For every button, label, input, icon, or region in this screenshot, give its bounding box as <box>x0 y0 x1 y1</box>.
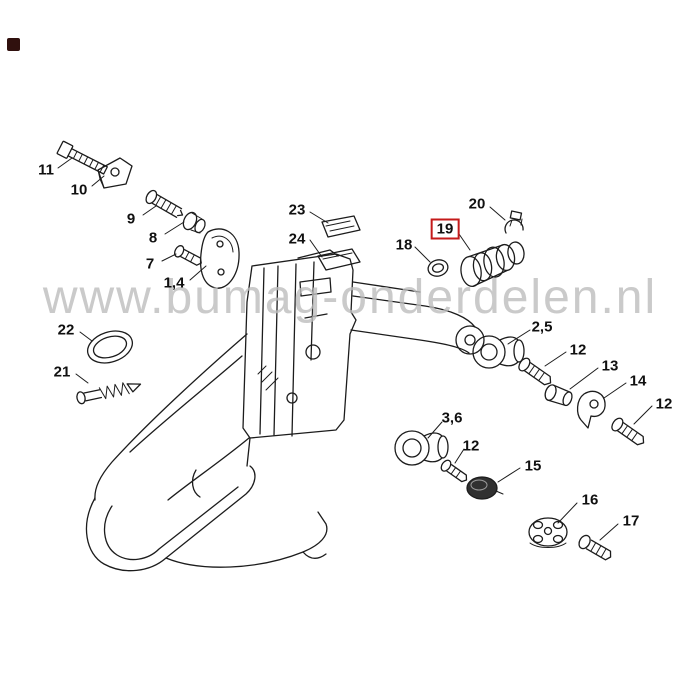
part-label-21: 21 <box>53 363 71 381</box>
corner-mark <box>7 38 20 51</box>
part-drawing-housing-main <box>85 249 485 572</box>
part-drawing-screw-17 <box>578 534 612 561</box>
part-drawing-cap-15 <box>466 476 504 500</box>
part-drawing-spring-screw-21 <box>76 382 142 405</box>
part-label-12a: 12 <box>569 341 587 359</box>
part-drawing-hook-14 <box>576 390 606 429</box>
part-drawing-bolt-11 <box>56 140 108 175</box>
part-label-19: 19 <box>430 218 460 240</box>
part-label-7: 7 <box>145 255 155 273</box>
part-label-17: 17 <box>622 512 640 530</box>
part-label-3-6: 3,6 <box>441 409 463 427</box>
part-label-14: 14 <box>629 372 647 390</box>
part-drawing-wheel-16 <box>528 517 568 548</box>
part-drawing-screw-12a <box>518 357 552 386</box>
part-label-22: 22 <box>57 321 75 339</box>
part-drawing-buffer-2-5 <box>472 335 525 369</box>
part-label-9: 9 <box>126 210 136 228</box>
part-label-15: 15 <box>524 457 542 475</box>
part-drawing-sleeve-13 <box>544 384 573 407</box>
part-drawing-cover-plate-1-4 <box>199 228 240 289</box>
part-label-23: 23 <box>288 201 306 219</box>
part-drawing-clamp-20 <box>504 210 524 234</box>
part-label-20: 20 <box>468 195 486 213</box>
part-label-13: 13 <box>601 357 619 375</box>
part-label-18: 18 <box>395 236 413 254</box>
part-label-12b: 12 <box>655 395 673 413</box>
part-label-24: 24 <box>288 230 306 248</box>
leader-lines <box>57 157 653 541</box>
part-label-8: 8 <box>148 229 158 247</box>
part-drawing-grommet-8 <box>182 211 206 234</box>
part-drawing-screw-12b <box>611 417 645 446</box>
part-drawing-lever-23 <box>321 215 361 238</box>
part-label-1-4: 1,4 <box>163 274 185 292</box>
part-drawing-ring-18 <box>427 259 449 277</box>
part-label-12c: 12 <box>462 437 480 455</box>
part-drawing-plate-24 <box>317 248 361 271</box>
part-drawing-gasket-22 <box>86 330 134 364</box>
part-label-10: 10 <box>70 181 88 199</box>
part-label-2-5: 2,5 <box>531 318 553 336</box>
part-drawing-buffer-3-6 <box>394 430 449 466</box>
part-drawing-screw-12c <box>440 459 468 483</box>
part-label-16: 16 <box>581 491 599 509</box>
part-drawing-screw-9 <box>145 189 184 218</box>
part-label-11: 11 <box>38 161 54 179</box>
part-drawing-connector-19 <box>460 241 525 287</box>
